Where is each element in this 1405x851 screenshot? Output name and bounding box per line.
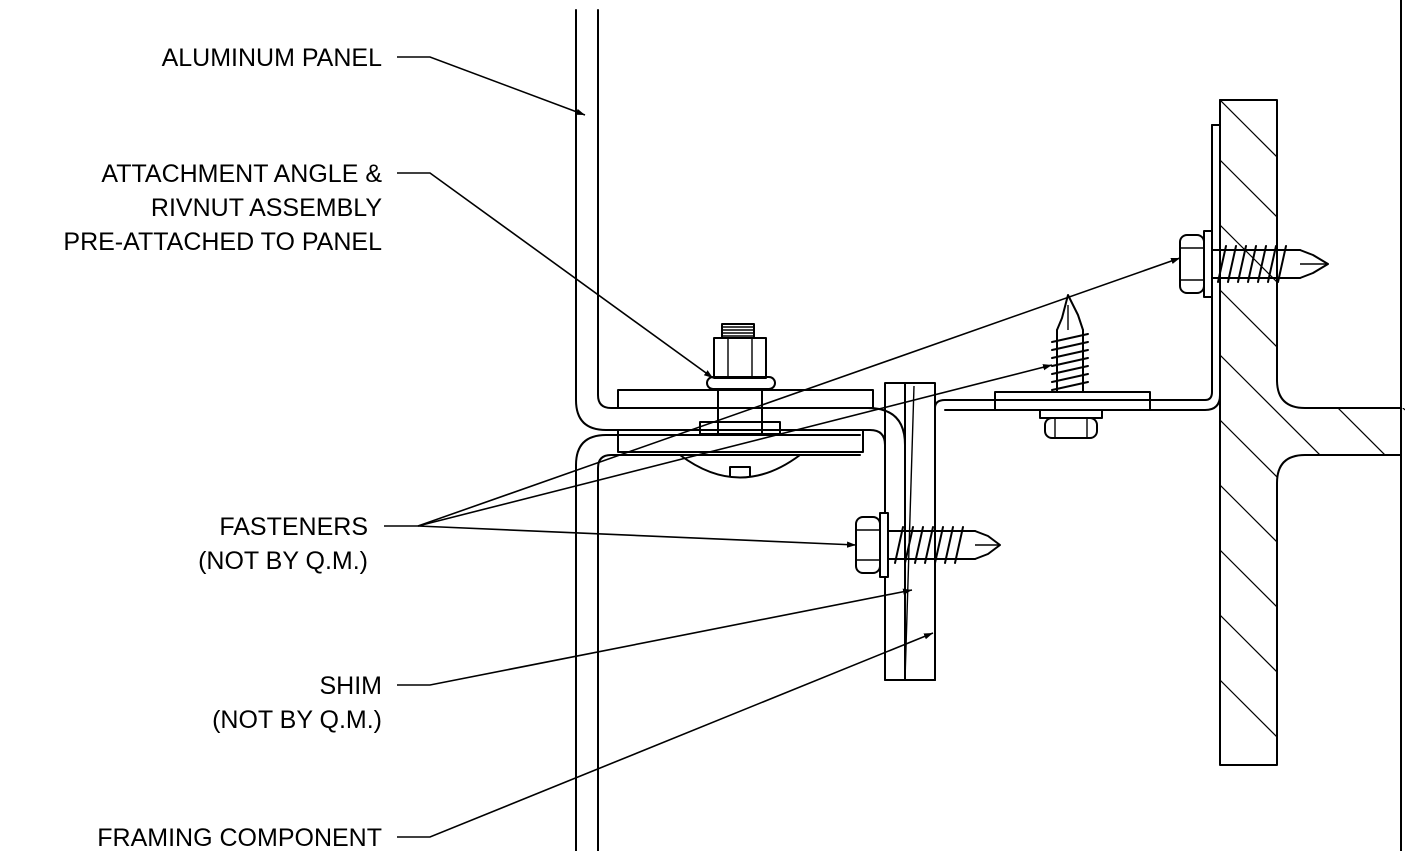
label-shim-line1: SHIM <box>320 672 383 700</box>
label-attachment-line1: ATTACHMENT ANGLE & <box>101 160 382 188</box>
fastener-wall <box>1179 230 1329 298</box>
leader-attachment <box>397 172 714 379</box>
label-fasteners-line2: (NOT BY Q.M.) <box>198 547 368 575</box>
leader-shim <box>397 588 913 686</box>
fastener-shim-threads <box>894 526 964 564</box>
callout-labels: ALUMINUM PANEL ATTACHMENT ANGLE & RIVNUT… <box>63 44 382 851</box>
leader-aluminum-panel <box>397 56 586 116</box>
rivnut-assembly <box>679 323 801 479</box>
fastener-wall-threads <box>1217 245 1287 283</box>
leader-fastener-shim <box>417 525 857 548</box>
framing-clip <box>934 124 1221 681</box>
label-shim-line2: (NOT BY Q.M.) <box>212 706 382 734</box>
leader-lines <box>384 56 1181 838</box>
framing-hatch <box>1220 100 1405 765</box>
leader-framing <box>397 632 934 838</box>
label-fasteners-line1: FASTENERS <box>219 513 368 541</box>
leader-fastener-vertical <box>417 364 1053 527</box>
fastener-vertical <box>1039 294 1103 439</box>
label-attachment-line2: RIVNUT ASSEMBLY <box>151 194 382 222</box>
fastener-vertical-threads <box>1051 333 1089 391</box>
framing-member <box>1219 99 1405 766</box>
label-framing: FRAMING COMPONENT <box>97 824 382 851</box>
label-attachment-line3: PRE-ATTACHED TO PANEL <box>63 228 382 256</box>
label-aluminum-panel: ALUMINUM PANEL <box>162 44 383 72</box>
fastener-shim <box>855 512 1001 578</box>
